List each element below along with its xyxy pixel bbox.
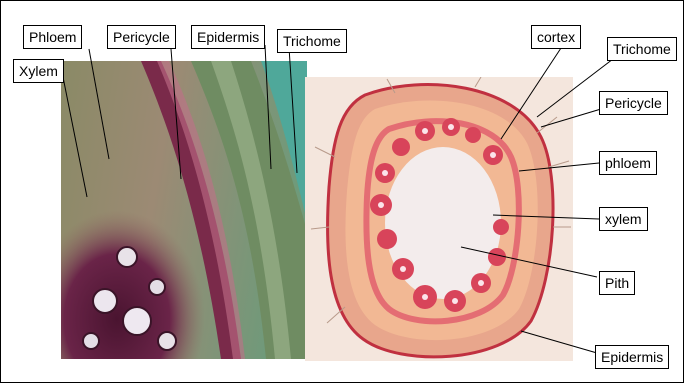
label-pericycle-left: Pericycle — [107, 25, 176, 49]
label-trichome-left: Trichome — [277, 29, 347, 53]
label-epidermis-right: Epidermis — [595, 345, 669, 369]
label-pith: Pith — [599, 271, 635, 295]
label-epidermis-left: Epidermis — [191, 25, 265, 49]
label-cortex: cortex — [531, 25, 581, 49]
label-phloem-right: phloem — [599, 151, 657, 175]
label-xylem-left: Xylem — [13, 59, 64, 83]
label-trichome-right: Trichome — [607, 37, 677, 61]
label-phloem-left: Phloem — [23, 25, 82, 49]
label-xylem-right: xylem — [599, 207, 648, 231]
label-pericycle-right: Pericycle — [599, 91, 668, 115]
